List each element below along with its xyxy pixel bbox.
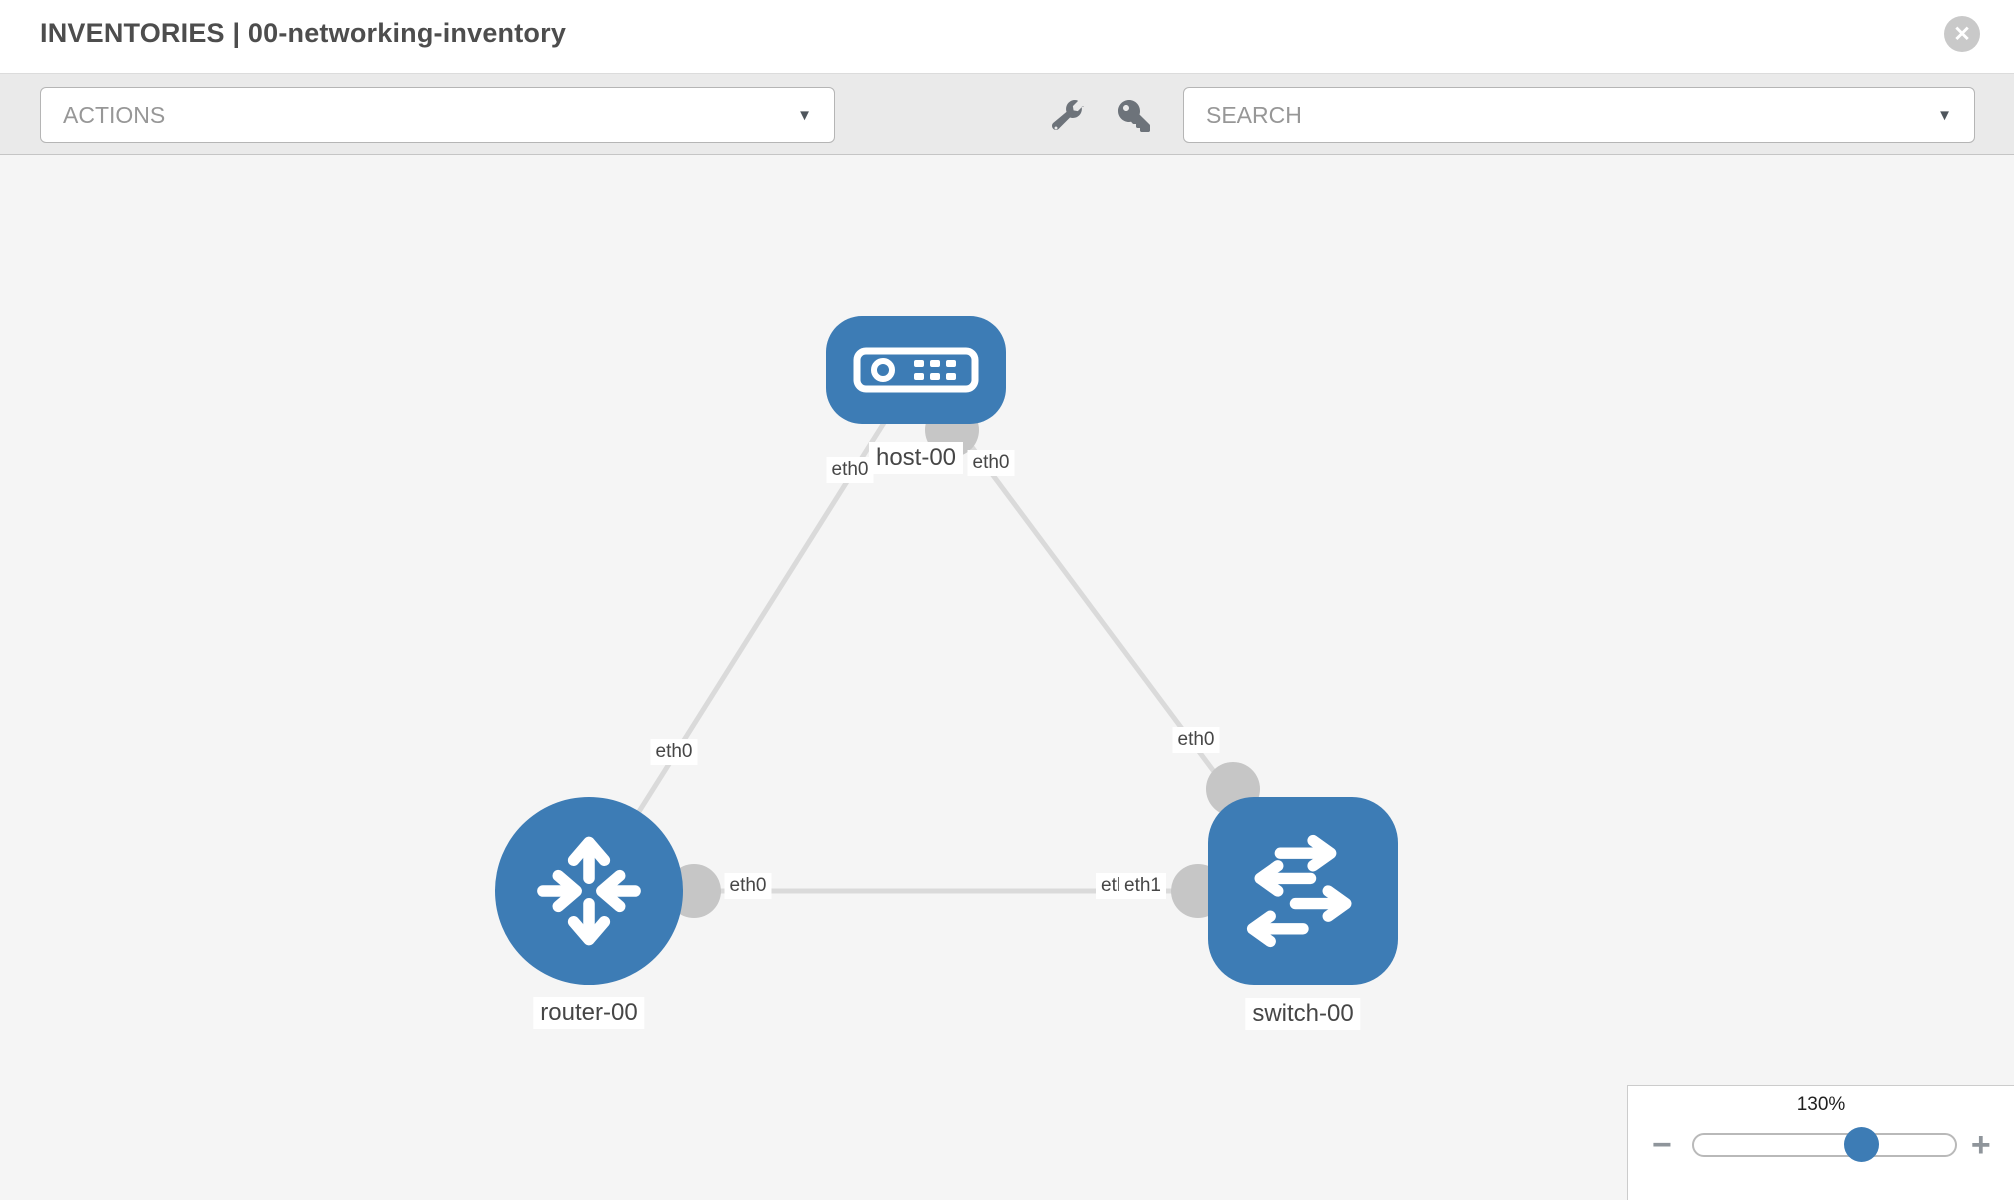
host-icon [853, 347, 979, 393]
network-canvas[interactable]: host-00 router-00 switch-00 eth0 eth0 et… [0, 155, 2014, 1200]
zoom-control-panel: 130% − + [1627, 1085, 2014, 1200]
wrench-icon[interactable] [1050, 98, 1086, 134]
zoom-level-value: 130% [1796, 1094, 1846, 1115]
actions-dropdown-label: ACTIONS [63, 101, 166, 128]
search-dropdown[interactable]: SEARCH ▼ [1183, 87, 1975, 143]
zoom-slider-row: − + [1628, 1122, 2014, 1168]
links-layer [586, 370, 1306, 918]
search-dropdown-label: SEARCH [1206, 101, 1302, 128]
chevron-down-icon: ▼ [1937, 106, 1952, 124]
zoom-in-button[interactable]: + [1970, 1126, 1991, 1164]
switch-icon [1246, 834, 1352, 948]
actions-dropdown[interactable]: ACTIONS ▼ [40, 87, 835, 143]
eth-label-switch-end-top: eth1 [1119, 873, 1166, 899]
zoom-out-button[interactable]: − [1652, 1126, 1672, 1164]
toolbar: ACTIONS ▼ SEARCH ▼ [0, 73, 2014, 155]
eth-label-host-router-link: eth0 [650, 739, 698, 765]
header: INVENTORIES | 00-networking-inventory ✕ [0, 0, 2014, 73]
eth-label-host-right: eth0 [967, 450, 1015, 476]
zoom-slider-handle[interactable] [1843, 1127, 1879, 1162]
close-icon[interactable]: ✕ [1944, 16, 1980, 52]
node-router-00[interactable] [495, 797, 683, 985]
page-title: INVENTORIES | 00-networking-inventory [40, 18, 567, 48]
node-label-host: host-00 [868, 442, 964, 474]
eth-label-router-end: eth0 [724, 873, 772, 899]
key-icon-glyph [1118, 100, 1150, 132]
chevron-down-icon: ▼ [797, 106, 812, 124]
wrench-icon-glyph [1052, 100, 1084, 130]
node-label-switch: switch-00 [1245, 998, 1361, 1030]
node-label-router: router-00 [533, 997, 645, 1029]
zoom-slider-track[interactable] [1691, 1127, 1957, 1162]
node-switch-00[interactable] [1208, 797, 1398, 985]
eth-label-host-left: eth0 [826, 457, 874, 483]
router-icon [537, 836, 641, 946]
eth-label-host-switch-link: eth0 [1172, 727, 1220, 753]
key-icon[interactable] [1116, 98, 1152, 134]
node-host-00[interactable] [826, 316, 1006, 424]
